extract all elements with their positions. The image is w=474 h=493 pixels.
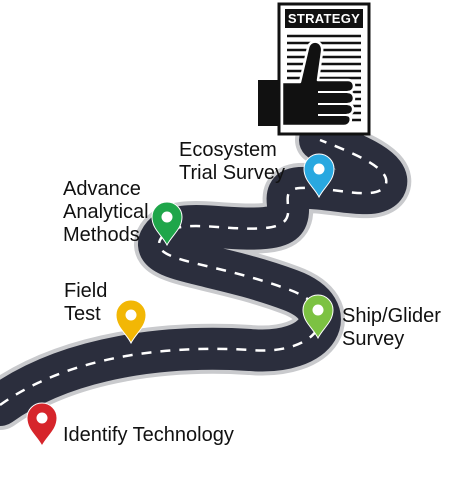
label-line: Survey: [342, 328, 405, 350]
label-identify-technology: Identify Technology: [63, 424, 234, 447]
document-header: [285, 9, 363, 28]
pin-ship-glider-survey: [302, 294, 334, 340]
label-line: Test: [64, 303, 101, 325]
label-line: Analytical: [63, 201, 149, 223]
label-line: Identify Technology: [63, 424, 234, 446]
label-field-test: Field Test: [64, 280, 107, 326]
label-ship-glider-survey: Ship/Glider Survey: [342, 305, 441, 351]
label-line: Trial Survey: [179, 162, 285, 184]
label-line: Ship/Glider: [342, 305, 441, 327]
label-line: Advance: [63, 178, 141, 200]
label-ecosystem-trial-survey: Ecosystem Trial Survey: [179, 139, 285, 185]
pin-identify-technology: [26, 402, 58, 448]
thumbs-up-icon: [258, 40, 356, 128]
pin-field-test: [115, 299, 147, 345]
label-line: Ecosystem: [179, 139, 277, 161]
document-title: STRATEGY: [288, 11, 360, 26]
pin-advance-analytical-methods: [151, 201, 183, 247]
label-line: Methods: [63, 224, 140, 246]
strategy-document: STRATEGY: [258, 2, 371, 136]
lane-marking: [0, 138, 388, 407]
pin-ecosystem-trial-survey: [303, 153, 335, 199]
label-line: Field: [64, 280, 108, 302]
label-advance-analytical-methods: Advance Analytical Methods: [63, 178, 149, 247]
